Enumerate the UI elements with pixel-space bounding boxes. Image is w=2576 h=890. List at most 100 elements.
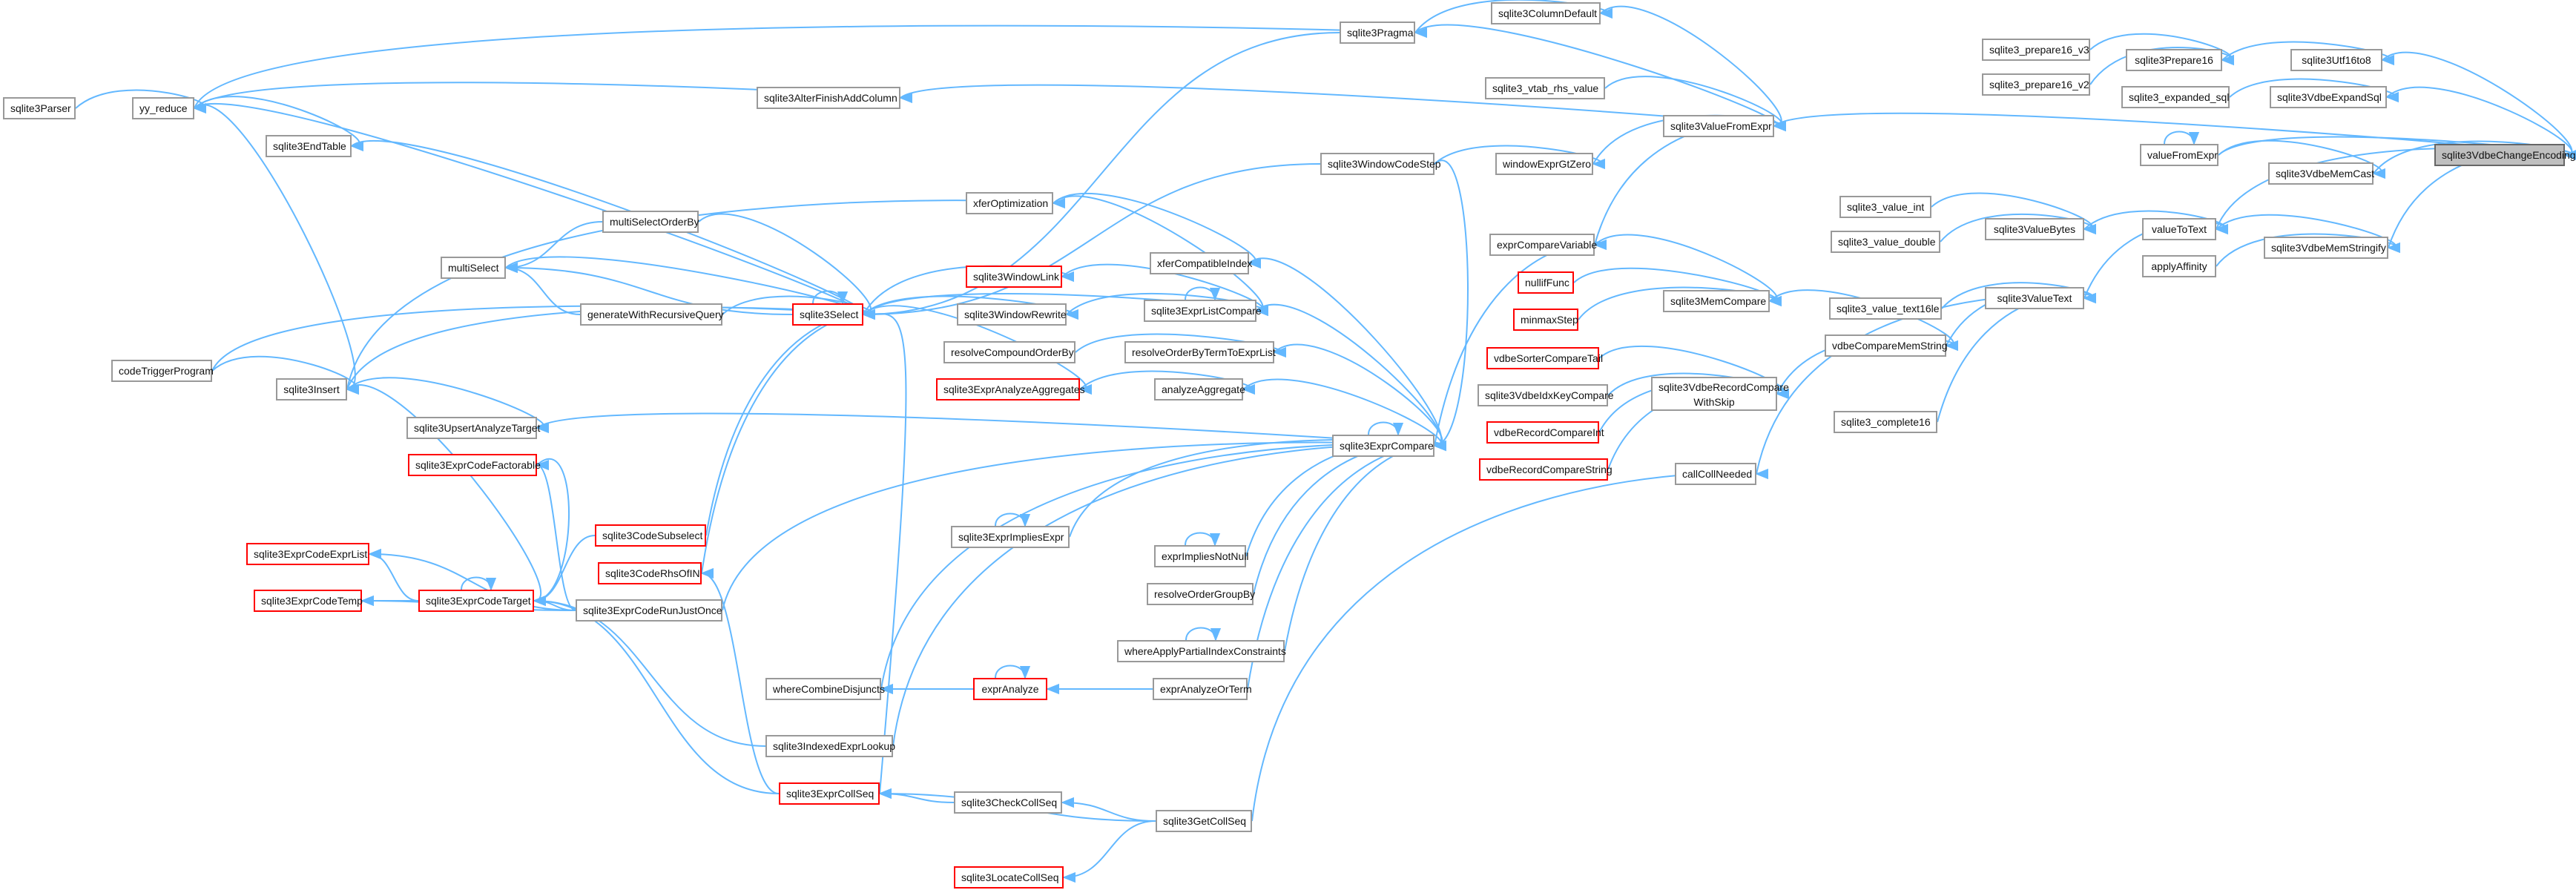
call-edge bbox=[2089, 47, 2235, 85]
node-sqlite3VdbeMemCast[interactable]: sqlite3VdbeMemCast bbox=[2268, 162, 2374, 185]
node-exprImpliesNotNull[interactable]: exprImpliesNotNull bbox=[1154, 545, 1248, 567]
node-sqlite3CheckCollSeq[interactable]: sqlite3CheckCollSeq bbox=[954, 791, 1062, 814]
node-label-line1: sqlite3VdbeRecordCompare bbox=[1658, 381, 1789, 393]
node-sqlite3_value_int[interactable]: sqlite3_value_int bbox=[1839, 196, 1931, 218]
call-edge bbox=[862, 32, 1340, 320]
node-sqlite3ExprCodeExprList[interactable]: sqlite3ExprCodeExprList bbox=[246, 543, 369, 565]
node-whereApplyPartialIndexConstraints[interactable]: whereApplyPartialIndexConstraints bbox=[1117, 640, 1286, 662]
node-resolveCompoundOrderBy[interactable]: resolveCompoundOrderBy bbox=[943, 341, 1075, 363]
node-sqlite3WindowCodeStep[interactable]: sqlite3WindowCodeStep bbox=[1320, 153, 1441, 175]
node-exprAnalyzeOrTerm[interactable]: exprAnalyzeOrTerm bbox=[1153, 678, 1252, 700]
call-edge bbox=[1062, 820, 1156, 883]
node-codeTriggerProgram[interactable]: codeTriggerProgram bbox=[111, 360, 214, 382]
call-edge bbox=[1075, 333, 1287, 358]
node-sqlite3GetCollSeq[interactable]: sqlite3GetCollSeq bbox=[1156, 810, 1252, 832]
node-sqlite3CodeSubselect[interactable]: sqlite3CodeSubselect bbox=[595, 524, 706, 547]
call-edge bbox=[1433, 159, 1469, 452]
node-sqlite3ValueFromExpr[interactable]: sqlite3ValueFromExpr bbox=[1663, 115, 1774, 137]
node-nullifFunc[interactable]: nullifFunc bbox=[1518, 271, 1574, 294]
call-edge bbox=[504, 262, 581, 315]
call-edge bbox=[862, 309, 907, 794]
call-edge bbox=[211, 355, 360, 395]
node-sqlite3Utf16to8[interactable]: sqlite3Utf16to8 bbox=[2290, 49, 2382, 71]
node-sqlite3ExprCodeTarget[interactable]: sqlite3ExprCodeTarget bbox=[418, 590, 534, 612]
node-windowExprGtZero[interactable]: windowExprGtZero bbox=[1495, 153, 1593, 175]
call-edge bbox=[75, 89, 207, 114]
node-sqlite3EndTable[interactable]: sqlite3EndTable bbox=[266, 135, 352, 157]
node-sqlite3Prepare16[interactable]: sqlite3Prepare16 bbox=[2126, 49, 2222, 71]
node-applyAffinity[interactable]: applyAffinity bbox=[2142, 255, 2216, 277]
node-sqlite3VdbeExpandSql[interactable]: sqlite3VdbeExpandSql bbox=[2270, 86, 2387, 108]
node-sqlite3UpsertAnalyzeTarget[interactable]: sqlite3UpsertAnalyzeTarget bbox=[406, 417, 540, 439]
node-sqlite3ExprCodeFactorable[interactable]: sqlite3ExprCodeFactorable bbox=[408, 454, 541, 476]
node-sqlite3ValueText[interactable]: sqlite3ValueText bbox=[1985, 287, 2084, 309]
node-sqlite3_expanded_sql[interactable]: sqlite3_expanded_sql bbox=[2121, 86, 2230, 108]
node-vdbeCompareMemString[interactable]: vdbeCompareMemString bbox=[1825, 334, 1948, 357]
node-sqlite3_value_text16le[interactable]: sqlite3_value_text16le bbox=[1829, 297, 1942, 320]
node-sqlite3ExprImpliesExpr[interactable]: sqlite3ExprImpliesExpr bbox=[951, 526, 1070, 548]
node-sqlite3VdbeMemStringify[interactable]: sqlite3VdbeMemStringify bbox=[2264, 237, 2388, 259]
node-sqlite3ExprAnalyzeAggregates[interactable]: sqlite3ExprAnalyzeAggregates bbox=[936, 378, 1085, 400]
node-sqlite3ExprCodeTemp[interactable]: sqlite3ExprCodeTemp bbox=[254, 590, 363, 612]
node-sqlite3ColumnDefault[interactable]: sqlite3ColumnDefault bbox=[1491, 2, 1601, 24]
call-edge bbox=[1053, 195, 1269, 317]
node-sqlite3IndexedExprLookup[interactable]: sqlite3IndexedExprLookup bbox=[765, 735, 895, 757]
node-sqlite3CodeRhsOfIN[interactable]: sqlite3CodeRhsOfIN bbox=[598, 562, 702, 584]
node-sqlite3_prepare16_v2[interactable]: sqlite3_prepare16_v2 bbox=[1982, 73, 2090, 96]
node-resolveOrderByTermToExprList[interactable]: resolveOrderByTermToExprList bbox=[1124, 341, 1276, 363]
call-edge bbox=[2218, 139, 2386, 179]
node-sqlite3AlterFinishAddColumn[interactable]: sqlite3AlterFinishAddColumn bbox=[757, 87, 900, 109]
node-exprAnalyze[interactable]: exprAnalyze bbox=[973, 678, 1047, 700]
node-sqlite3ExprCodeRunJustOnce[interactable]: sqlite3ExprCodeRunJustOnce bbox=[576, 599, 722, 622]
node-sqlite3LocateCollSeq[interactable]: sqlite3LocateCollSeq bbox=[954, 866, 1064, 889]
node-xferCompatibleIndex[interactable]: xferCompatibleIndex bbox=[1150, 252, 1252, 274]
call-edge bbox=[1274, 343, 1447, 452]
node-sqlite3ValueBytes[interactable]: sqlite3ValueBytes bbox=[1985, 218, 2084, 240]
node-analyzeAggregate[interactable]: analyzeAggregate bbox=[1154, 378, 1245, 400]
call-edge bbox=[504, 221, 603, 274]
node-sqlite3_complete16[interactable]: sqlite3_complete16 bbox=[1834, 411, 1937, 433]
node-sqlite3Select[interactable]: sqlite3Select bbox=[792, 303, 863, 326]
call-edge bbox=[863, 305, 1093, 395]
node-sqlite3VdbeChangeEncoding[interactable]: sqlite3VdbeChangeEncoding bbox=[2434, 144, 2576, 166]
node-sqlite3WindowRewrite[interactable]: sqlite3WindowRewrite bbox=[957, 303, 1067, 326]
recursion-edge bbox=[1185, 286, 1221, 301]
node-callCollNeeded[interactable]: callCollNeeded bbox=[1675, 463, 1756, 485]
node-sqlite3MemCompare[interactable]: sqlite3MemCompare bbox=[1663, 290, 1770, 312]
call-edge bbox=[1414, 0, 1613, 33]
node-sqlite3WindowLink[interactable]: sqlite3WindowLink bbox=[966, 266, 1062, 288]
node-sqlite3ExprCompare[interactable]: sqlite3ExprCompare bbox=[1332, 435, 1434, 457]
node-multiSelect[interactable]: multiSelect bbox=[441, 257, 506, 279]
node-sqlite3Insert[interactable]: sqlite3Insert bbox=[276, 378, 347, 400]
node-generateWithRecursiveQuery[interactable]: generateWithRecursiveQuery bbox=[580, 303, 724, 326]
call-edge bbox=[346, 377, 550, 434]
node-vdbeSorterCompareTail[interactable]: vdbeSorterCompareTail bbox=[1486, 347, 1603, 369]
call-edge bbox=[2221, 41, 2395, 66]
call-edge bbox=[368, 548, 576, 611]
node-sqlite3_prepare16_v3[interactable]: sqlite3_prepare16_v3 bbox=[1982, 39, 2090, 61]
node-valueToText[interactable]: valueToText bbox=[2142, 218, 2216, 240]
node-vdbeRecordCompareInt[interactable]: vdbeRecordCompareInt bbox=[1486, 421, 1604, 444]
node-sqlite3_vtab_rhs_value[interactable]: sqlite3_vtab_rhs_value bbox=[1485, 77, 1605, 99]
recursion-edge bbox=[1185, 627, 1222, 642]
node-yy_reduce[interactable]: yy_reduce bbox=[132, 97, 194, 119]
node-sqlite3VdbeIdxKeyCompare[interactable]: sqlite3VdbeIdxKeyCompare bbox=[1478, 384, 1614, 406]
node-whereCombineDisjuncts[interactable]: whereCombineDisjuncts bbox=[765, 678, 885, 700]
node-sqlite3ExprListCompare[interactable]: sqlite3ExprListCompare bbox=[1144, 300, 1262, 322]
node-sqlite3ExprCollSeq[interactable]: sqlite3ExprCollSeq bbox=[779, 782, 880, 805]
call-edge bbox=[533, 458, 570, 607]
node-exprCompareVariable[interactable]: exprCompareVariable bbox=[1489, 234, 1597, 256]
node-sqlite3VdbeRecordCompareWithSkip[interactable]: sqlite3VdbeRecordCompare WithSkip bbox=[1651, 377, 1789, 411]
node-multiSelectOrderBy[interactable]: multiSelectOrderBy bbox=[602, 211, 699, 233]
node-vdbeRecordCompareString[interactable]: vdbeRecordCompareString bbox=[1479, 458, 1613, 481]
recursion-edge bbox=[995, 665, 1031, 679]
node-sqlite3_value_double[interactable]: sqlite3_value_double bbox=[1831, 231, 1940, 253]
node-xferOptimization[interactable]: xferOptimization bbox=[966, 192, 1053, 214]
call-edge bbox=[1940, 214, 2097, 243]
node-valueFromExpr[interactable]: valueFromExpr bbox=[2140, 144, 2218, 166]
node-minmaxStep[interactable]: minmaxStep bbox=[1513, 309, 1578, 331]
node-sqlite3Parser[interactable]: sqlite3Parser bbox=[3, 97, 76, 119]
node-resolveOrderGroupBy[interactable]: resolveOrderGroupBy bbox=[1147, 583, 1255, 605]
node-sqlite3Pragma[interactable]: sqlite3Pragma bbox=[1340, 22, 1415, 44]
